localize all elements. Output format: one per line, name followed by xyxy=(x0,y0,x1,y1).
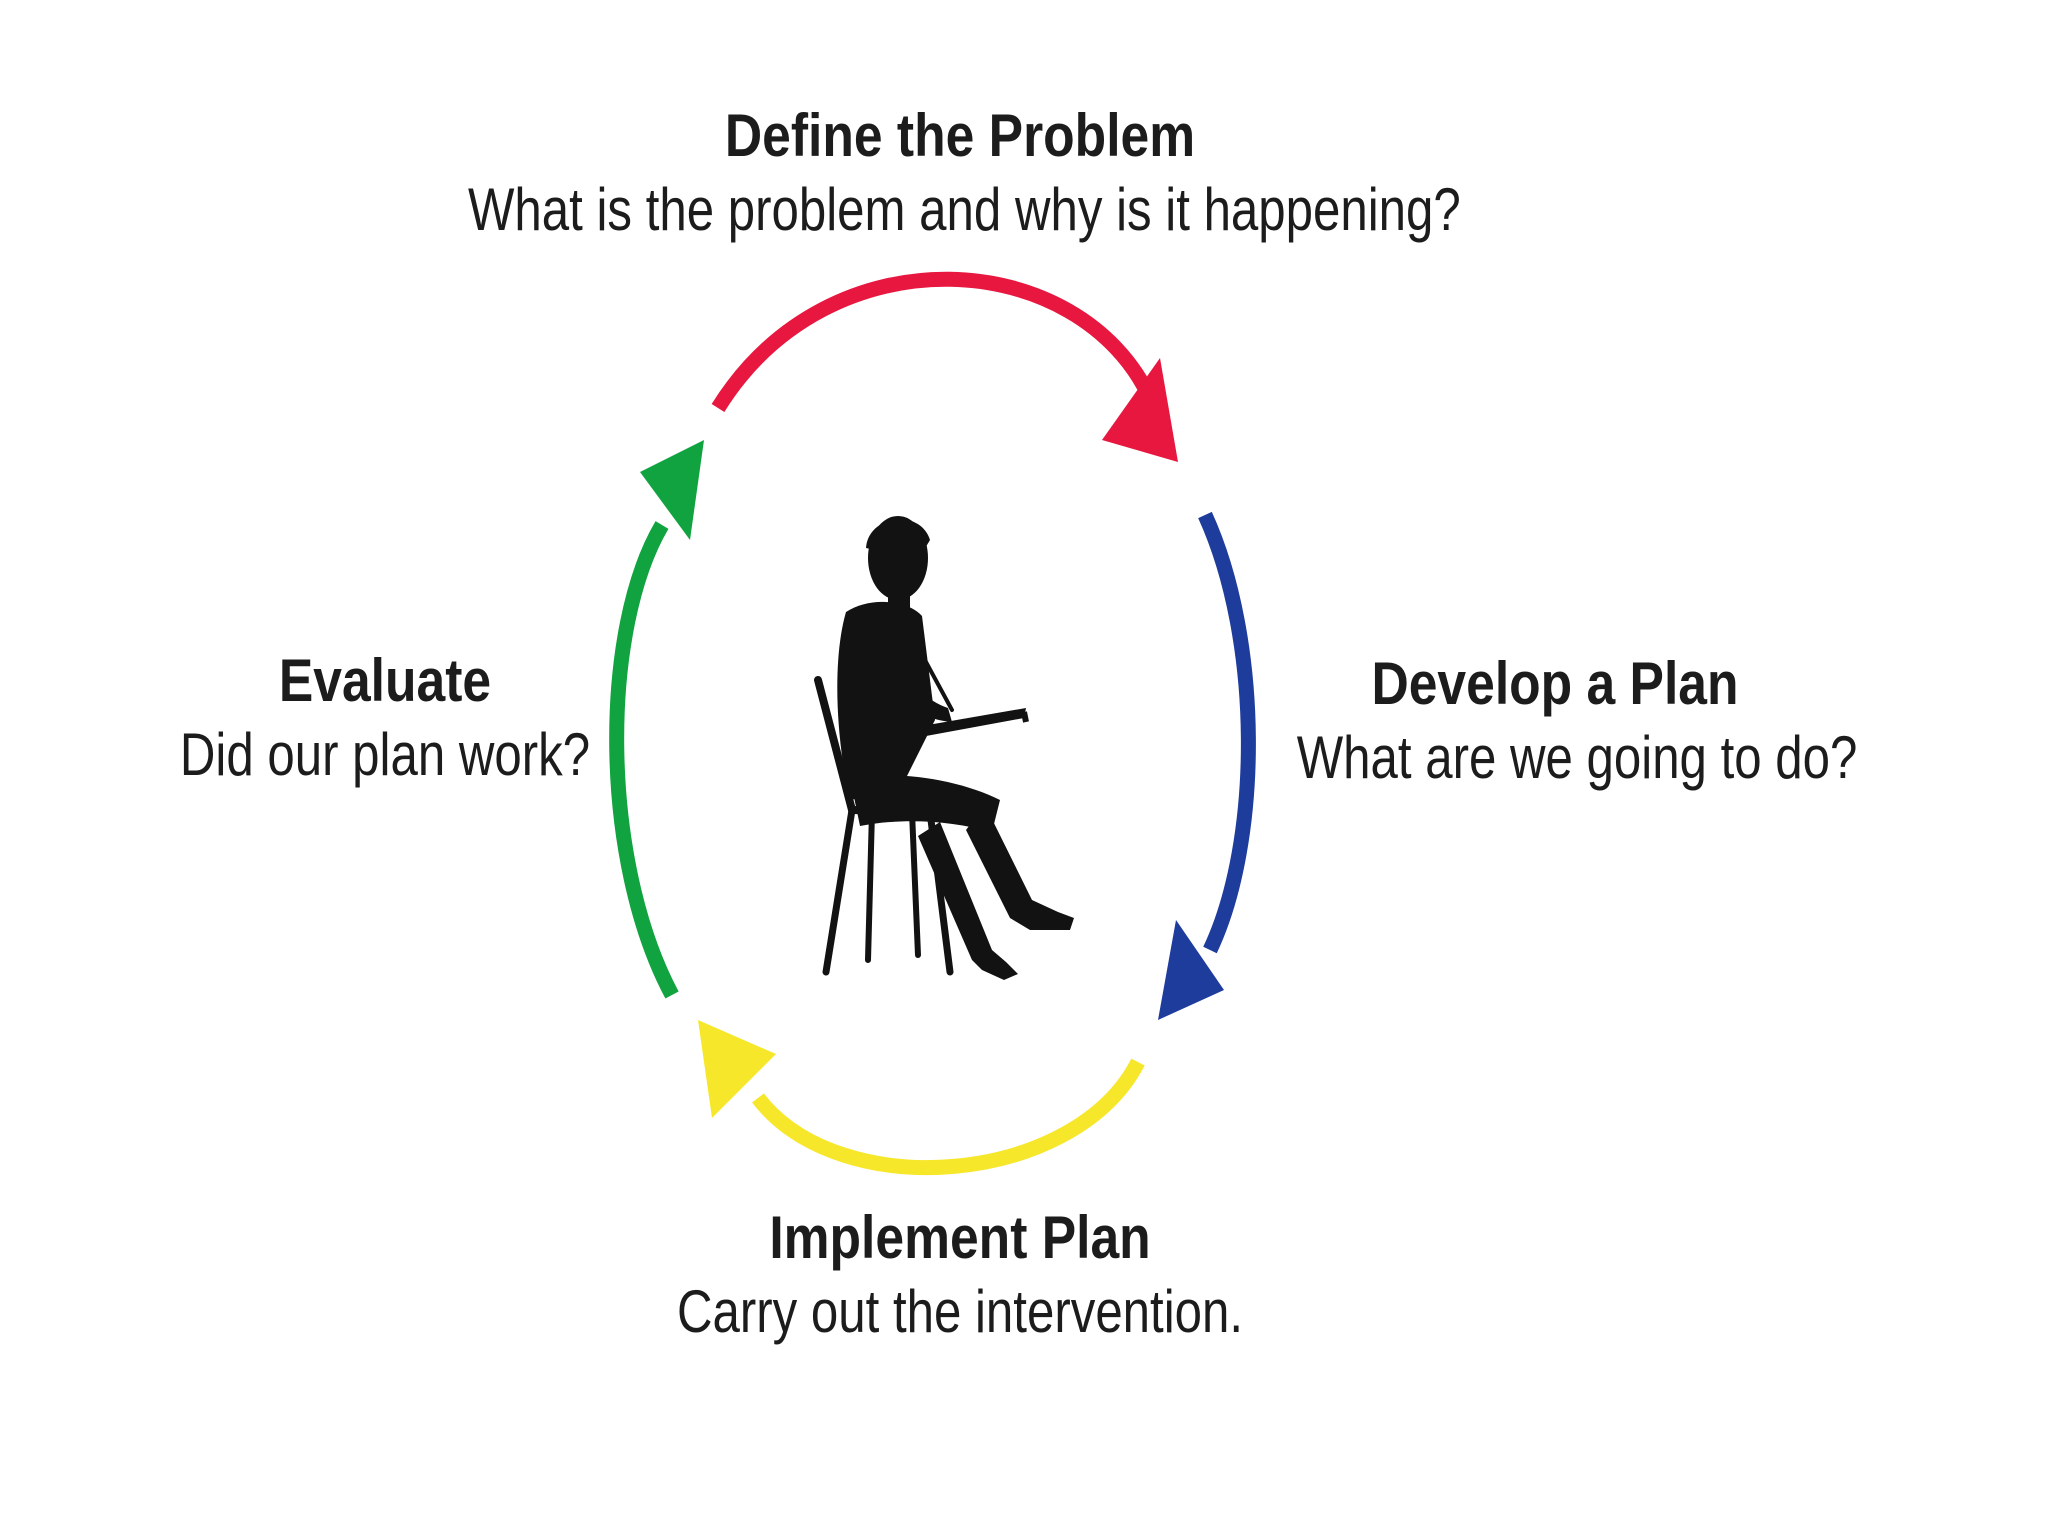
stage-evaluate-question: Did our plan work? xyxy=(179,721,591,788)
stage-implement-question: Carry out the intervention. xyxy=(676,1278,1244,1345)
stage-develop-title: Develop a Plan xyxy=(1371,650,1739,717)
evaluate-arrow-arc xyxy=(609,521,679,999)
implement-arrowhead xyxy=(698,1020,776,1118)
develop-arrow xyxy=(1158,511,1256,1020)
evaluate-arrowhead xyxy=(640,440,704,540)
stage-define-question: What is the problem and why is it happen… xyxy=(468,176,1461,243)
develop-arrowhead xyxy=(1158,920,1224,1020)
stage-develop-question: What are we going to do? xyxy=(1296,724,1858,791)
stage-implement-title: Implement Plan xyxy=(769,1204,1151,1271)
evaluate-arrow xyxy=(609,440,704,999)
stage-define-title: Define the Problem xyxy=(724,102,1196,169)
stage-define: Define the Problem What is the problem a… xyxy=(360,100,1560,247)
implement-arrow xyxy=(698,1020,1145,1176)
stage-implement: Implement Plan Carry out the interventio… xyxy=(560,1202,1360,1349)
implement-arrow-arc xyxy=(752,1058,1145,1176)
define-arrow-arc xyxy=(711,271,1157,412)
stage-evaluate-title: Evaluate xyxy=(278,647,492,714)
define-arrow xyxy=(711,271,1178,462)
stage-develop: Develop a Plan What are we going to do? xyxy=(1240,648,1870,795)
define-arrowhead xyxy=(1102,358,1178,462)
develop-arrow-arc xyxy=(1198,511,1256,954)
stage-evaluate: Evaluate Did our plan work? xyxy=(120,645,650,792)
seated-person-writing-icon xyxy=(814,516,1074,980)
